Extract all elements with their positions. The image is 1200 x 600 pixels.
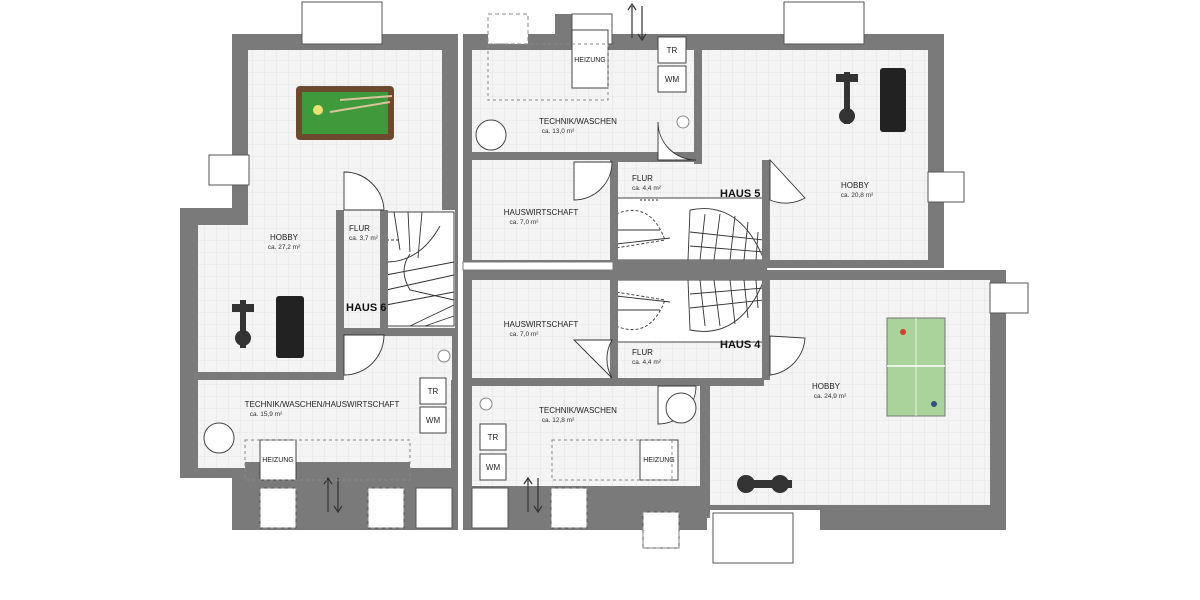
haus6-technik-name: TECHNIK/WASCHEN/HAUSWIRTSCHAFT: [245, 400, 400, 409]
haus5-hobby-name: HOBBY: [841, 181, 870, 190]
haus6-technik-area: ca. 15,9 m²: [250, 411, 283, 418]
haus4-label: HAUS 4: [720, 339, 761, 351]
weight-bench-icon: [232, 72, 858, 493]
haus6-label: HAUS 6: [346, 302, 386, 314]
haus4-hauswirtschaft-area: ca. 7,0 m²: [510, 331, 540, 338]
haus4-flur-area: ca. 4,4 m²: [632, 359, 662, 366]
entrance-arrows: [323, 2, 647, 514]
equipment-labels: TR WM TR WM TR WM HEIZUNG HEIZUNG HEIZUN…: [262, 46, 679, 472]
washer-label: WM: [486, 463, 501, 472]
haus4-hauswirtschaft-name: HAUSWIRTSCHAFT: [504, 320, 579, 329]
haus6-flur-area: ca. 3,7 m²: [349, 235, 379, 242]
haus5-technik-area: ca. 13,0 m²: [542, 128, 575, 135]
dryer-label: TR: [488, 433, 499, 442]
haus4-technik-area: ca. 12,8 m²: [542, 417, 575, 424]
haus4-hobby-name: HOBBY: [812, 382, 841, 391]
haus4-technik-name: TECHNIK/WASCHEN: [539, 406, 617, 415]
room-labels: HOBBY ca. 27,2 m² FLUR ca. 3,7 m² TECHNI…: [245, 117, 874, 424]
billiard-table: [296, 86, 394, 140]
equipment-outlines: [244, 43, 673, 481]
haus6-flur-name: FLUR: [349, 224, 370, 233]
ping-pong-table: [886, 317, 946, 417]
heating-label: HEIZUNG: [262, 457, 294, 464]
dryer-label: TR: [667, 46, 678, 55]
haus6-hobby-area: ca. 27,2 m²: [268, 244, 301, 251]
haus5-hauswirtschaft-name: HAUSWIRTSCHAFT: [504, 208, 579, 217]
stairs-haus6: [385, 211, 455, 327]
haus5-flur-area: ca. 4,4 m²: [632, 185, 662, 192]
heating-label: HEIZUNG: [643, 457, 675, 464]
washer-label: WM: [665, 75, 680, 84]
interior-walls: [198, 34, 770, 518]
stairs-haus5: [615, 197, 765, 261]
light-shafts: [259, 13, 680, 549]
heating-label: HEIZUNG: [574, 57, 606, 64]
haus4-hobby-area: ca. 24,9 m²: [814, 393, 847, 400]
stairs-haus4: [615, 279, 765, 343]
haus5-hobby-area: ca. 20,8 m²: [841, 192, 874, 199]
haus5-technik-name: TECHNIK/WASCHEN: [539, 117, 617, 126]
washer-label: WM: [426, 416, 441, 425]
dryer-label: TR: [428, 387, 439, 396]
tanks: [203, 119, 697, 454]
house-labels: HAUS 6 HAUS 5 HAUS 4: [346, 188, 761, 351]
sensor-dots: [437, 115, 690, 411]
treadmill-icon: [276, 68, 906, 358]
haus4-flur-name: FLUR: [632, 348, 653, 357]
haus5-label: HAUS 5: [720, 188, 760, 200]
haus5-flur-name: FLUR: [632, 174, 653, 183]
haus5-hauswirtschaft-area: ca. 7,0 m²: [510, 219, 540, 226]
appliance-boxes: [259, 29, 687, 481]
haus6-hobby-name: HOBBY: [270, 233, 299, 242]
windows: [208, 1, 1029, 564]
